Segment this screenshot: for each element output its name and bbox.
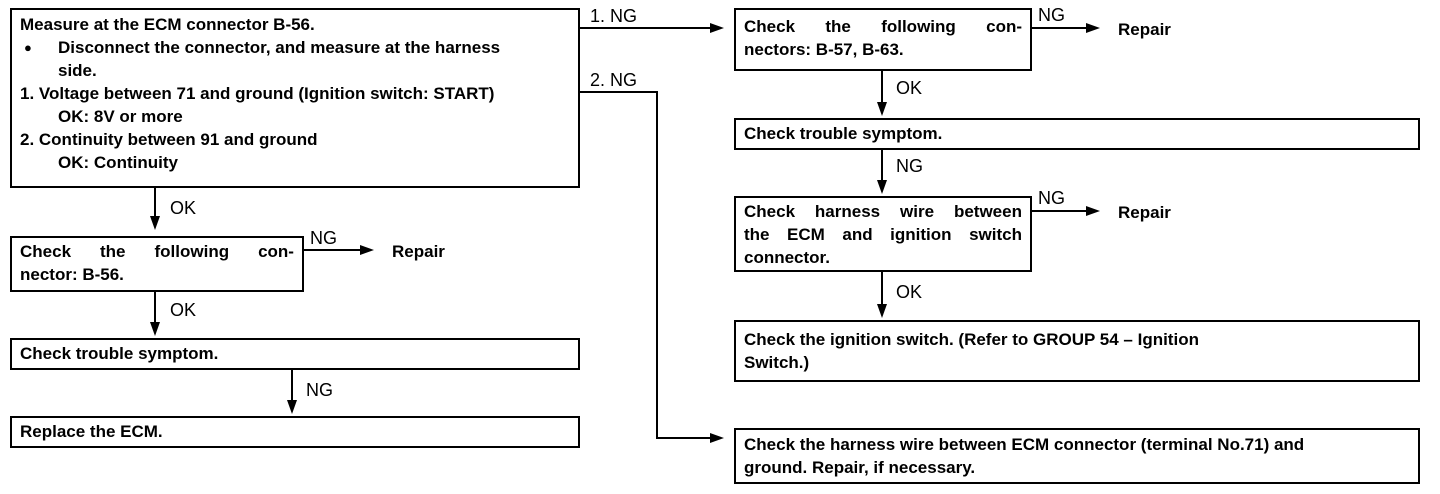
label-ng-trouble-left: NG [306, 380, 333, 400]
measure-bullet: Disconnect the connector, and measure at… [20, 36, 570, 59]
label-ng-check-b57: NG [1038, 5, 1065, 25]
box-check-harness-ground: Check the harness wire between ECM conne… [734, 428, 1420, 484]
arrow-ng2 [580, 91, 712, 439]
arrowhead [1086, 23, 1100, 33]
repair-left: Repair [392, 242, 445, 261]
label-ok-harness-ign: OK [896, 282, 923, 302]
measure-bullet-cont: side. [58, 61, 97, 80]
arrowhead [877, 102, 887, 116]
label-ok-check-b57: OK [896, 78, 923, 98]
label-ok-measure: OK [170, 198, 197, 218]
arrowhead [1086, 206, 1100, 216]
arrowhead [877, 180, 887, 194]
label-ok-check-b56: OK [170, 300, 197, 320]
label-ng-check-b56: NG [310, 228, 337, 248]
repair-right-2: Repair [1118, 203, 1171, 222]
measure-ok1: OK: 8V or more [58, 107, 183, 126]
box-trouble-symptom-right: Check trouble symptom. [734, 118, 1420, 150]
box-measure-ecm-b56: Measure at the ECM connector B-56. Disco… [10, 8, 580, 188]
check-b56-line2: nector: B-56. [20, 265, 124, 284]
label-ng-harness-ign: NG [1038, 188, 1065, 208]
box-trouble-symptom-left: Check trouble symptom. [10, 338, 580, 370]
arrowhead [150, 322, 160, 336]
arrowhead [710, 433, 724, 443]
check-b57-line2: nectors: B-57, B-63. [744, 40, 904, 59]
box-check-ignition-switch: Check the ignition switch. (Refer to GRO… [734, 320, 1420, 382]
measure-ok2: OK: Continuity [58, 153, 178, 172]
measure-title: Measure at the ECM connector B-56. [20, 15, 315, 34]
arrowhead [877, 304, 887, 318]
label-ng-trouble-right: NG [896, 156, 923, 176]
arrowhead [360, 245, 374, 255]
harness-ign-line3: connector. [744, 248, 830, 267]
box-replace-ecm: Replace the ECM. [10, 416, 580, 448]
repair-right-1: Repair [1118, 20, 1171, 39]
arrowhead [150, 216, 160, 230]
arrowhead [710, 23, 724, 33]
arrowhead [287, 400, 297, 414]
label-ng2: 2. NG [590, 70, 638, 90]
measure-step1: 1. Voltage between 71 and ground (Igniti… [20, 84, 495, 103]
measure-step2: 2. Continuity between 91 and ground [20, 130, 318, 149]
label-ng1: 1. NG [590, 6, 638, 26]
